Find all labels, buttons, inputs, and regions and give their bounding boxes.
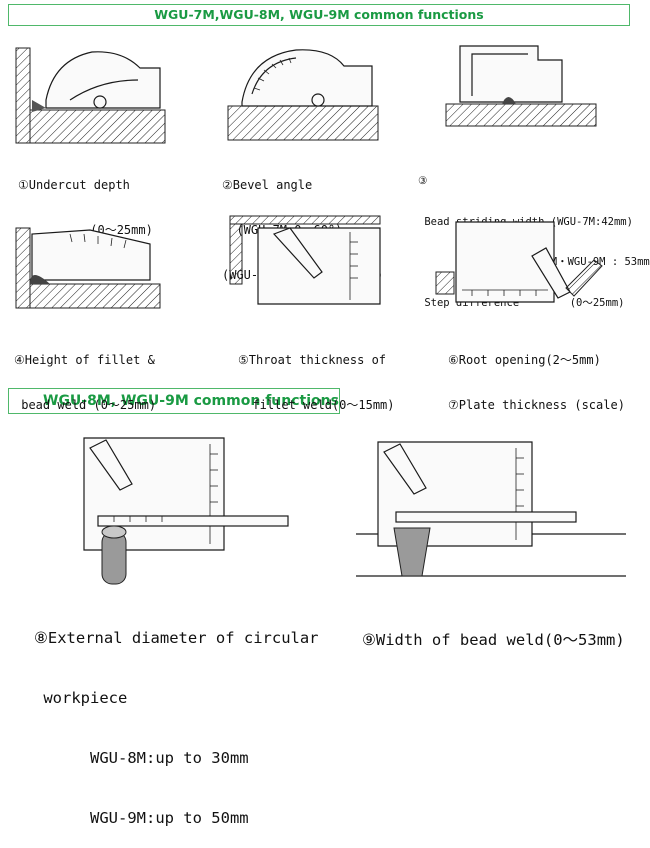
caption-bead-weld-width: ⑨Width of bead weld(0～53mm) <box>362 631 625 649</box>
figure-root-opening <box>435 221 603 303</box>
caption-throat-thickness: ⑤Throat thickness of fillet weld(0～15mm) <box>238 353 395 412</box>
figure-bevel-angle <box>227 49 379 141</box>
figure-fillet-height <box>15 227 161 309</box>
figure-undercut-depth <box>15 47 166 144</box>
caption-external-diameter: ⑧External diameter of circular workpiece… <box>34 629 319 827</box>
header-common-functions-8m-9m: WGU-8M, WGU-9M common functions <box>8 388 340 414</box>
caption-undercut-depth: ①Undercut depth (0～25mm) <box>18 178 153 237</box>
header-common-functions-all: WGU-7M,WGU-8M, WGU-9M common functions <box>8 4 630 26</box>
figure-bead-weld-width <box>356 441 626 577</box>
caption-fillet-height: ④Height of fillet & bead weld (0～25mm) <box>14 353 157 412</box>
figure-bead-striding-width <box>445 45 597 127</box>
figure-throat-thickness <box>229 215 381 305</box>
caption-root-opening: ⑥Root opening(2～5mm) ⑦Plate thickness (s… <box>448 353 625 412</box>
figure-external-diameter <box>83 437 289 585</box>
